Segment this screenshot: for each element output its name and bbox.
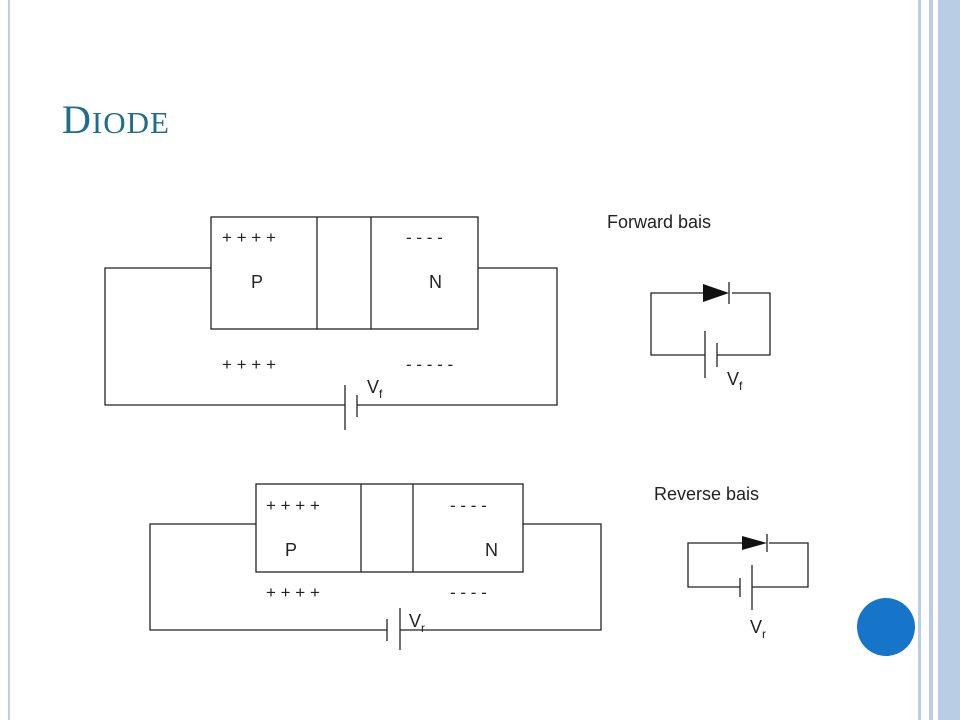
- reverse-symbol-voltage: Vr: [750, 617, 766, 641]
- reverse-top-plus: + + + +: [266, 496, 320, 515]
- forward-bottom-plus: + + + +: [222, 355, 276, 374]
- reverse-circuit: [149, 483, 602, 650]
- forward-voltage-label: Vf: [367, 377, 383, 401]
- forward-symbol-voltage-main: V: [727, 369, 739, 389]
- slide-title: DIODE: [62, 96, 170, 147]
- forward-symbol-voltage-sub: f: [739, 379, 743, 393]
- reverse-bottom-minus: - - - -: [450, 583, 487, 602]
- reverse-bottom-plus: + + + +: [266, 583, 320, 602]
- forward-symbol-wire-left: [650, 292, 705, 356]
- decorative-circle: [857, 598, 915, 656]
- reverse-symbol-voltage-sub: r: [762, 627, 766, 641]
- reverse-top-minus: - - - -: [450, 496, 487, 515]
- reverse-p-label: P: [285, 540, 297, 560]
- forward-wire-right: [357, 267, 558, 406]
- forward-circuit: [104, 216, 558, 430]
- reverse-bias-label: Reverse bais: [654, 484, 759, 504]
- forward-p-label: P: [251, 272, 263, 292]
- slide-border-right: [929, 0, 933, 720]
- reverse-symbol-wire-right: [752, 542, 809, 588]
- slide-border-left: [8, 0, 10, 720]
- forward-diode-icon: [703, 284, 729, 302]
- forward-voltage-main: V: [367, 377, 379, 397]
- reverse-symbol-voltage-main: V: [750, 617, 762, 637]
- forward-bias-label: Forward bais: [607, 212, 711, 232]
- forward-wire-left: [104, 267, 345, 406]
- forward-top-minus: - - - -: [406, 228, 443, 247]
- forward-top-plus: + + + +: [222, 228, 276, 247]
- forward-n-label: N: [429, 272, 442, 292]
- forward-symbol-wire-right: [717, 292, 771, 356]
- forward-symbol-circuit: [650, 282, 771, 378]
- slide-border-right: [918, 0, 921, 720]
- reverse-n-label: N: [485, 540, 498, 560]
- reverse-wire-right: [400, 523, 602, 631]
- reverse-voltage-sub: r: [421, 621, 425, 635]
- reverse-voltage-label: Vr: [409, 611, 425, 635]
- reverse-voltage-main: V: [409, 611, 421, 631]
- title-first-letter: D: [62, 97, 92, 142]
- reverse-symbol-wire-left: [687, 542, 742, 588]
- reverse-diode-icon: [742, 536, 767, 550]
- reverse-wire-left: [149, 523, 387, 631]
- title-rest: IODE: [91, 105, 170, 140]
- forward-voltage-sub: f: [379, 387, 383, 401]
- forward-pn-block: [210, 216, 479, 330]
- reverse-pn-block: [255, 483, 524, 573]
- forward-bottom-minus: - - - - -: [406, 355, 453, 374]
- slide-border-right: [938, 0, 960, 720]
- forward-symbol-voltage: Vf: [727, 369, 743, 393]
